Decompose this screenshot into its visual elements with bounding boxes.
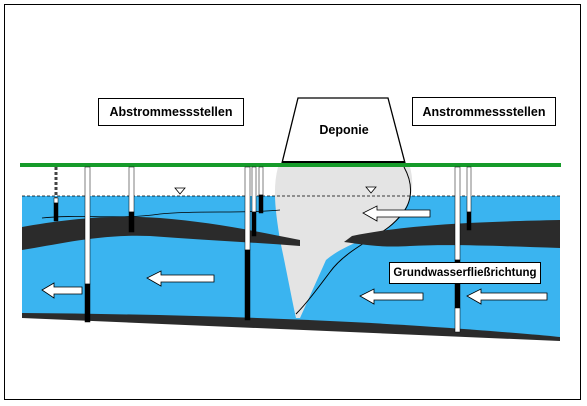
flow-direction-label: Grundwasserfließrichtung — [389, 262, 541, 284]
plume-outline-left — [41, 209, 281, 219]
well-screen — [251, 211, 257, 237]
aquitard-lens-left — [22, 216, 300, 250]
arrow-left-icon — [41, 282, 83, 299]
monitoring-well — [53, 197, 59, 204]
monitoring-well — [454, 166, 461, 261]
arrow-left-icon — [466, 288, 548, 305]
well-screen — [53, 202, 59, 222]
ground-surface — [20, 163, 561, 167]
landfill-label: Deponie — [319, 123, 368, 137]
aquitard-lens-right — [344, 220, 560, 248]
downstream-wells-label: Abstrommessstellen — [98, 98, 244, 126]
arrow-left-icon — [362, 205, 431, 222]
aquitard-base — [22, 313, 560, 341]
arrow-left-icon — [359, 288, 424, 305]
well-screen — [84, 283, 91, 323]
arrow-left-icon — [146, 270, 215, 287]
well-screen — [128, 211, 135, 233]
well-screen — [466, 211, 472, 231]
monitoring-well — [128, 166, 135, 213]
water-table-marker-icon — [365, 186, 377, 194]
monitoring-well — [84, 166, 91, 285]
monitoring-well — [466, 166, 472, 213]
leachate-plume — [274, 167, 413, 318]
well-screen — [244, 249, 251, 321]
monitoring-well — [251, 166, 257, 213]
upstream-wells-label: Anstrommessstellen — [412, 97, 556, 126]
water-table-marker-icon — [174, 187, 186, 195]
monitoring-well — [258, 166, 264, 196]
monitoring-well — [244, 166, 251, 251]
monitoring-well — [454, 307, 461, 333]
well-screen — [258, 194, 264, 214]
